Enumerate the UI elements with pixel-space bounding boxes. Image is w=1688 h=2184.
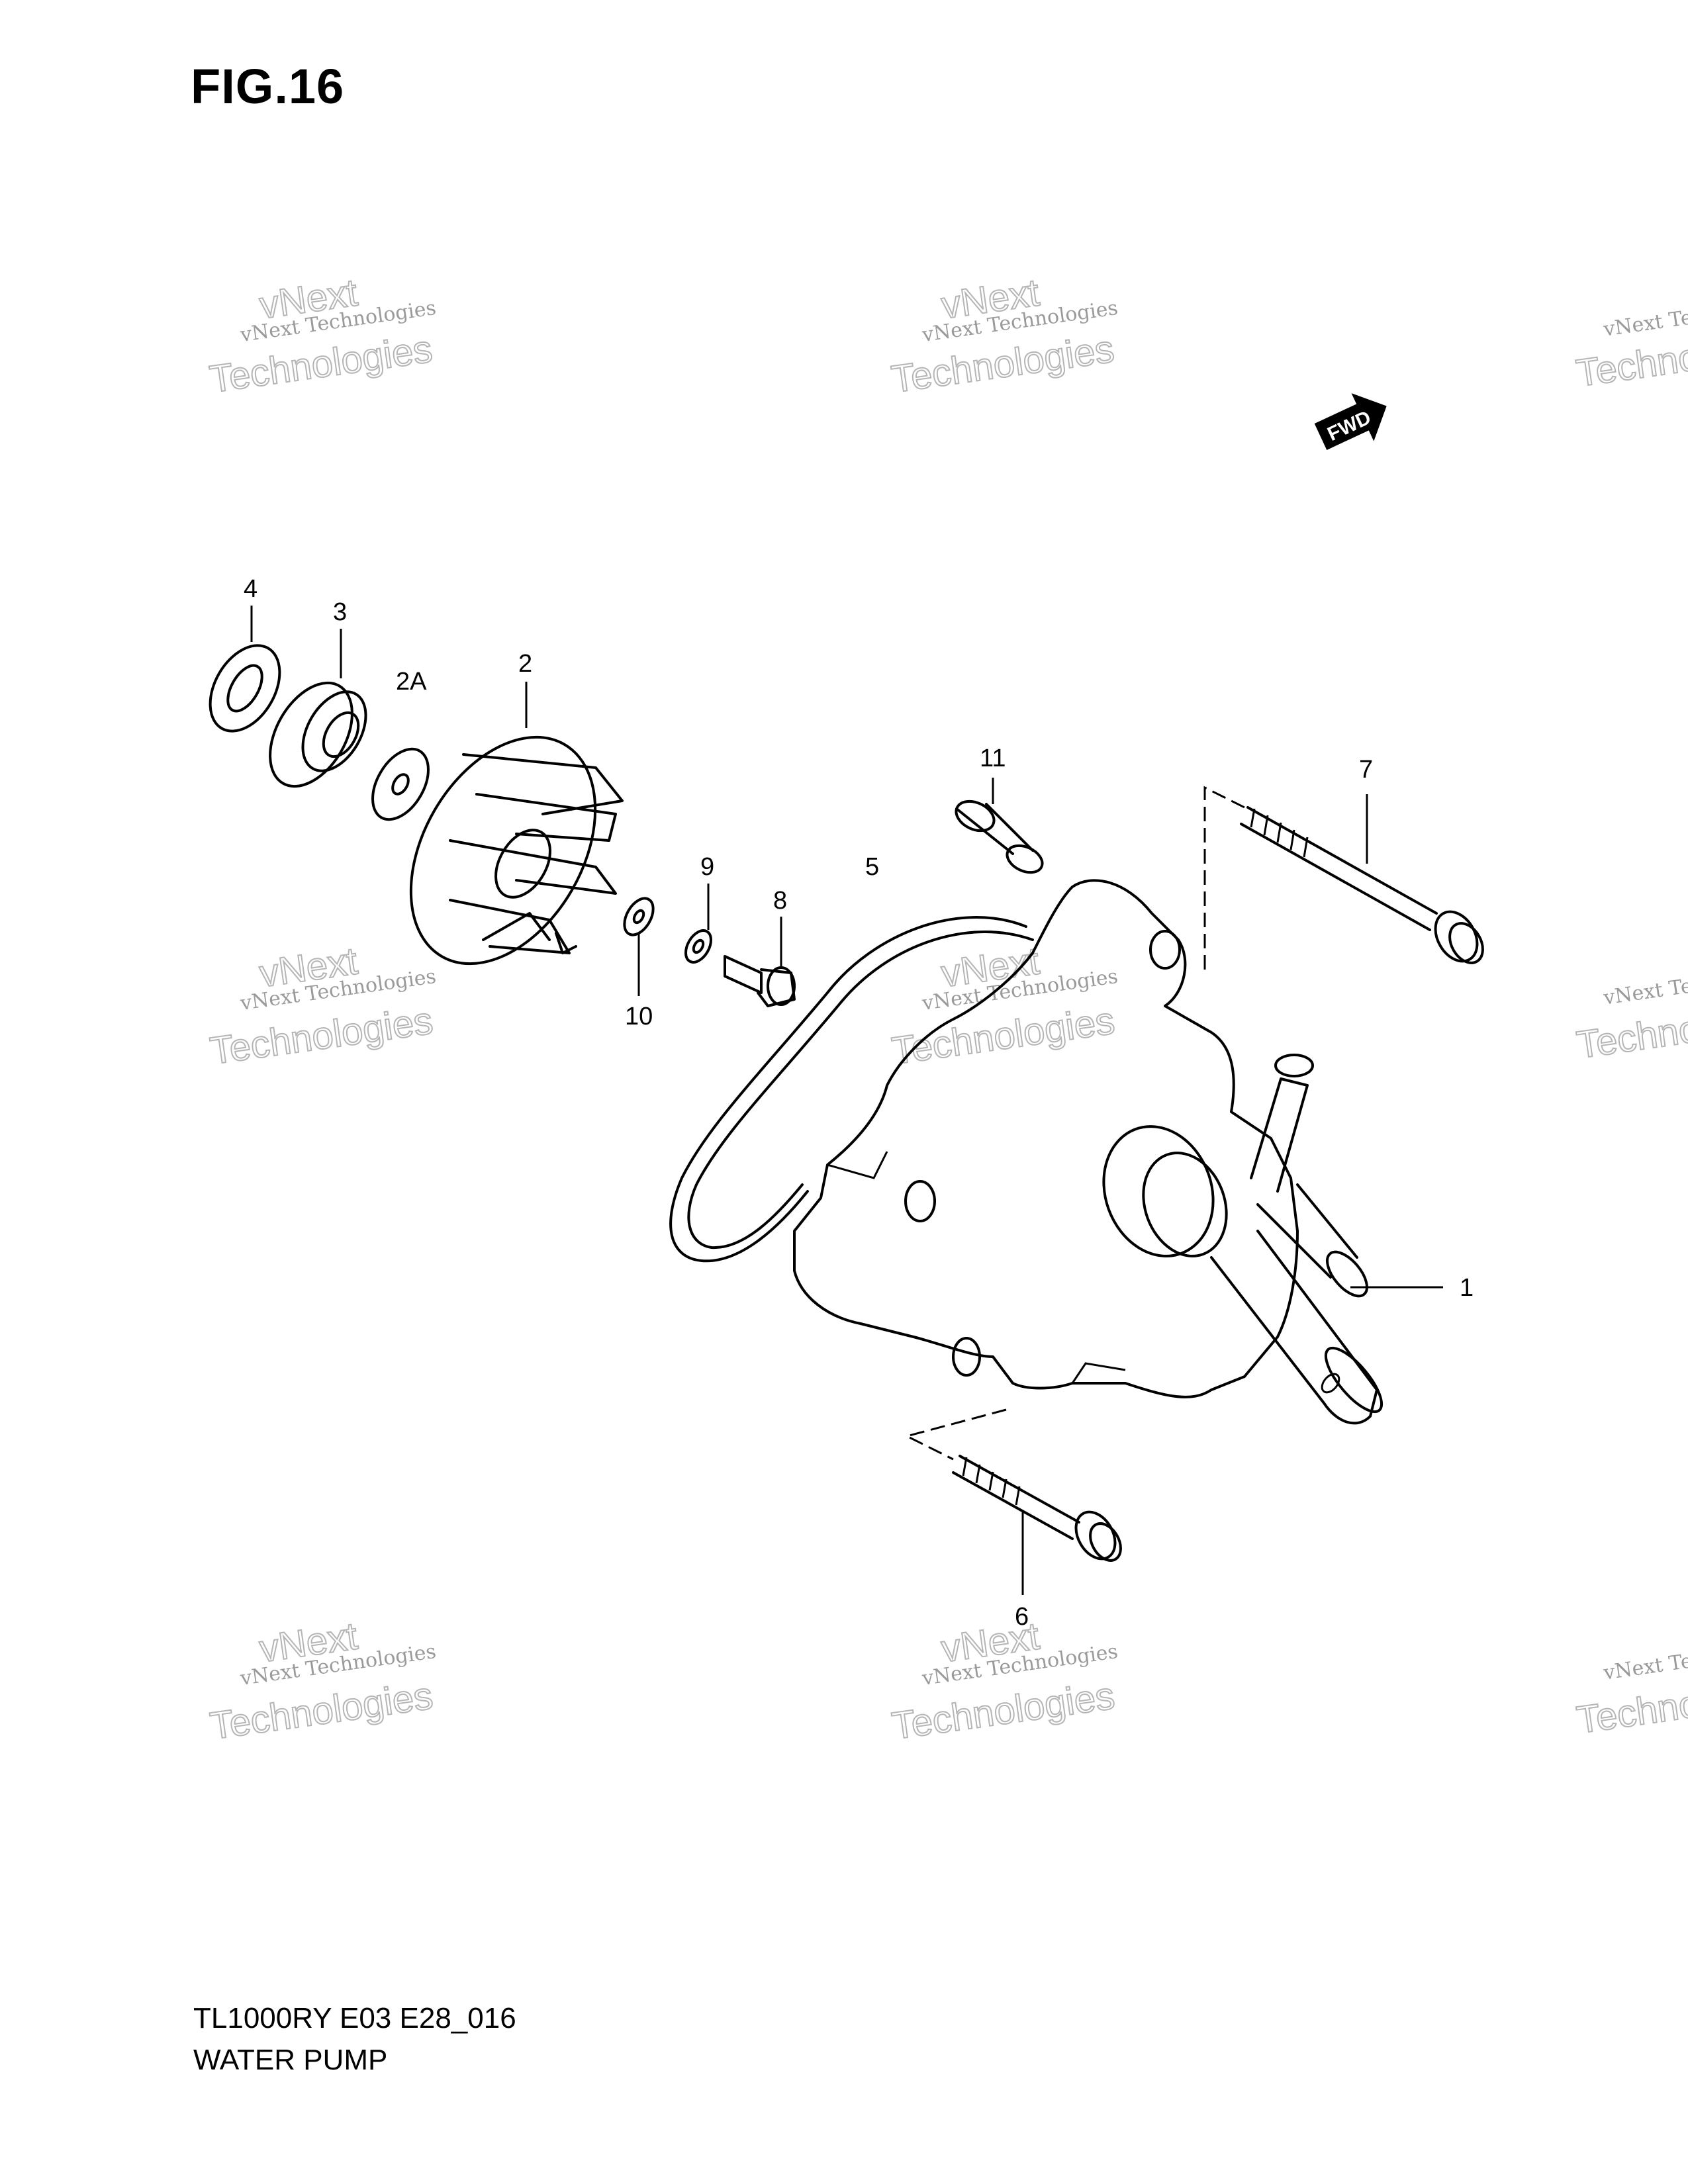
watermark-bottom-right: Technologies vNext Technologies xyxy=(1573,1635,1688,1743)
part-11-dowel-pin xyxy=(955,799,1044,874)
watermark-bottom-left: Technologies vNext vNext Technologies xyxy=(207,1614,437,1749)
callout-11: 11 xyxy=(980,745,1006,772)
watermark-middle-left: Technologies vNext vNext Technologies xyxy=(207,938,437,1073)
diagram-name: WATER PUMP xyxy=(193,2044,388,2076)
callout-2: 2 xyxy=(518,650,532,678)
callout-3: 3 xyxy=(333,598,347,626)
part-7-upper-bolt xyxy=(1240,806,1484,964)
watermark-top-right: Technologies vNext Technologies xyxy=(1573,291,1688,396)
part-2-impeller xyxy=(409,735,624,966)
callout-10: 10 xyxy=(625,1003,653,1030)
figure-title: FIG.16 xyxy=(191,59,345,114)
part-5-o-ring xyxy=(669,916,1034,1263)
svg-text:vNext Technologies: vNext Technologies xyxy=(1601,1635,1688,1685)
part-10-washer xyxy=(623,897,655,936)
watermark-middle-center: Technologies vNext vNext Technologies xyxy=(888,938,1119,1073)
part-4-oil-seal xyxy=(209,644,281,733)
callout-7: 7 xyxy=(1359,756,1373,784)
part-8-impeller-bolt xyxy=(724,955,796,1007)
svg-text:vNext Technologies: vNext Technologies xyxy=(1601,291,1688,341)
watermark-top-center: Technologies vNext vNext Technologies xyxy=(888,270,1119,402)
watermark-bottom-center: Technologies vNext vNext Technologies xyxy=(888,1614,1119,1749)
svg-text:vNext Technologies: vNext Technologies xyxy=(1601,960,1688,1010)
callout-9: 9 xyxy=(700,853,714,881)
watermark-top-left: Technologies vNext vNext Technologies xyxy=(207,270,438,402)
part-3-mechanical-seal xyxy=(269,681,367,788)
callout-2a: 2A xyxy=(396,668,427,696)
fwd-arrow-icon: FWD xyxy=(1314,393,1387,450)
callout-5: 5 xyxy=(865,853,879,881)
callout-1: 1 xyxy=(1460,1274,1474,1302)
part-1-water-pump-body xyxy=(793,879,1383,1425)
part-2a-washer xyxy=(371,747,430,821)
callout-6: 6 xyxy=(1015,1603,1029,1631)
callout-8: 8 xyxy=(773,887,787,915)
watermark-middle-right: Technologies vNext Technologies xyxy=(1573,960,1688,1068)
part-9-washer xyxy=(684,929,712,964)
bolt-6-alignment-line xyxy=(904,1408,1007,1461)
part-6-lower-bolt xyxy=(952,1455,1122,1562)
callout-4: 4 xyxy=(244,575,258,603)
bolt-7-alignment-line xyxy=(1203,786,1245,970)
model-code: TL1000RY E03 E28_016 xyxy=(193,2002,516,2034)
